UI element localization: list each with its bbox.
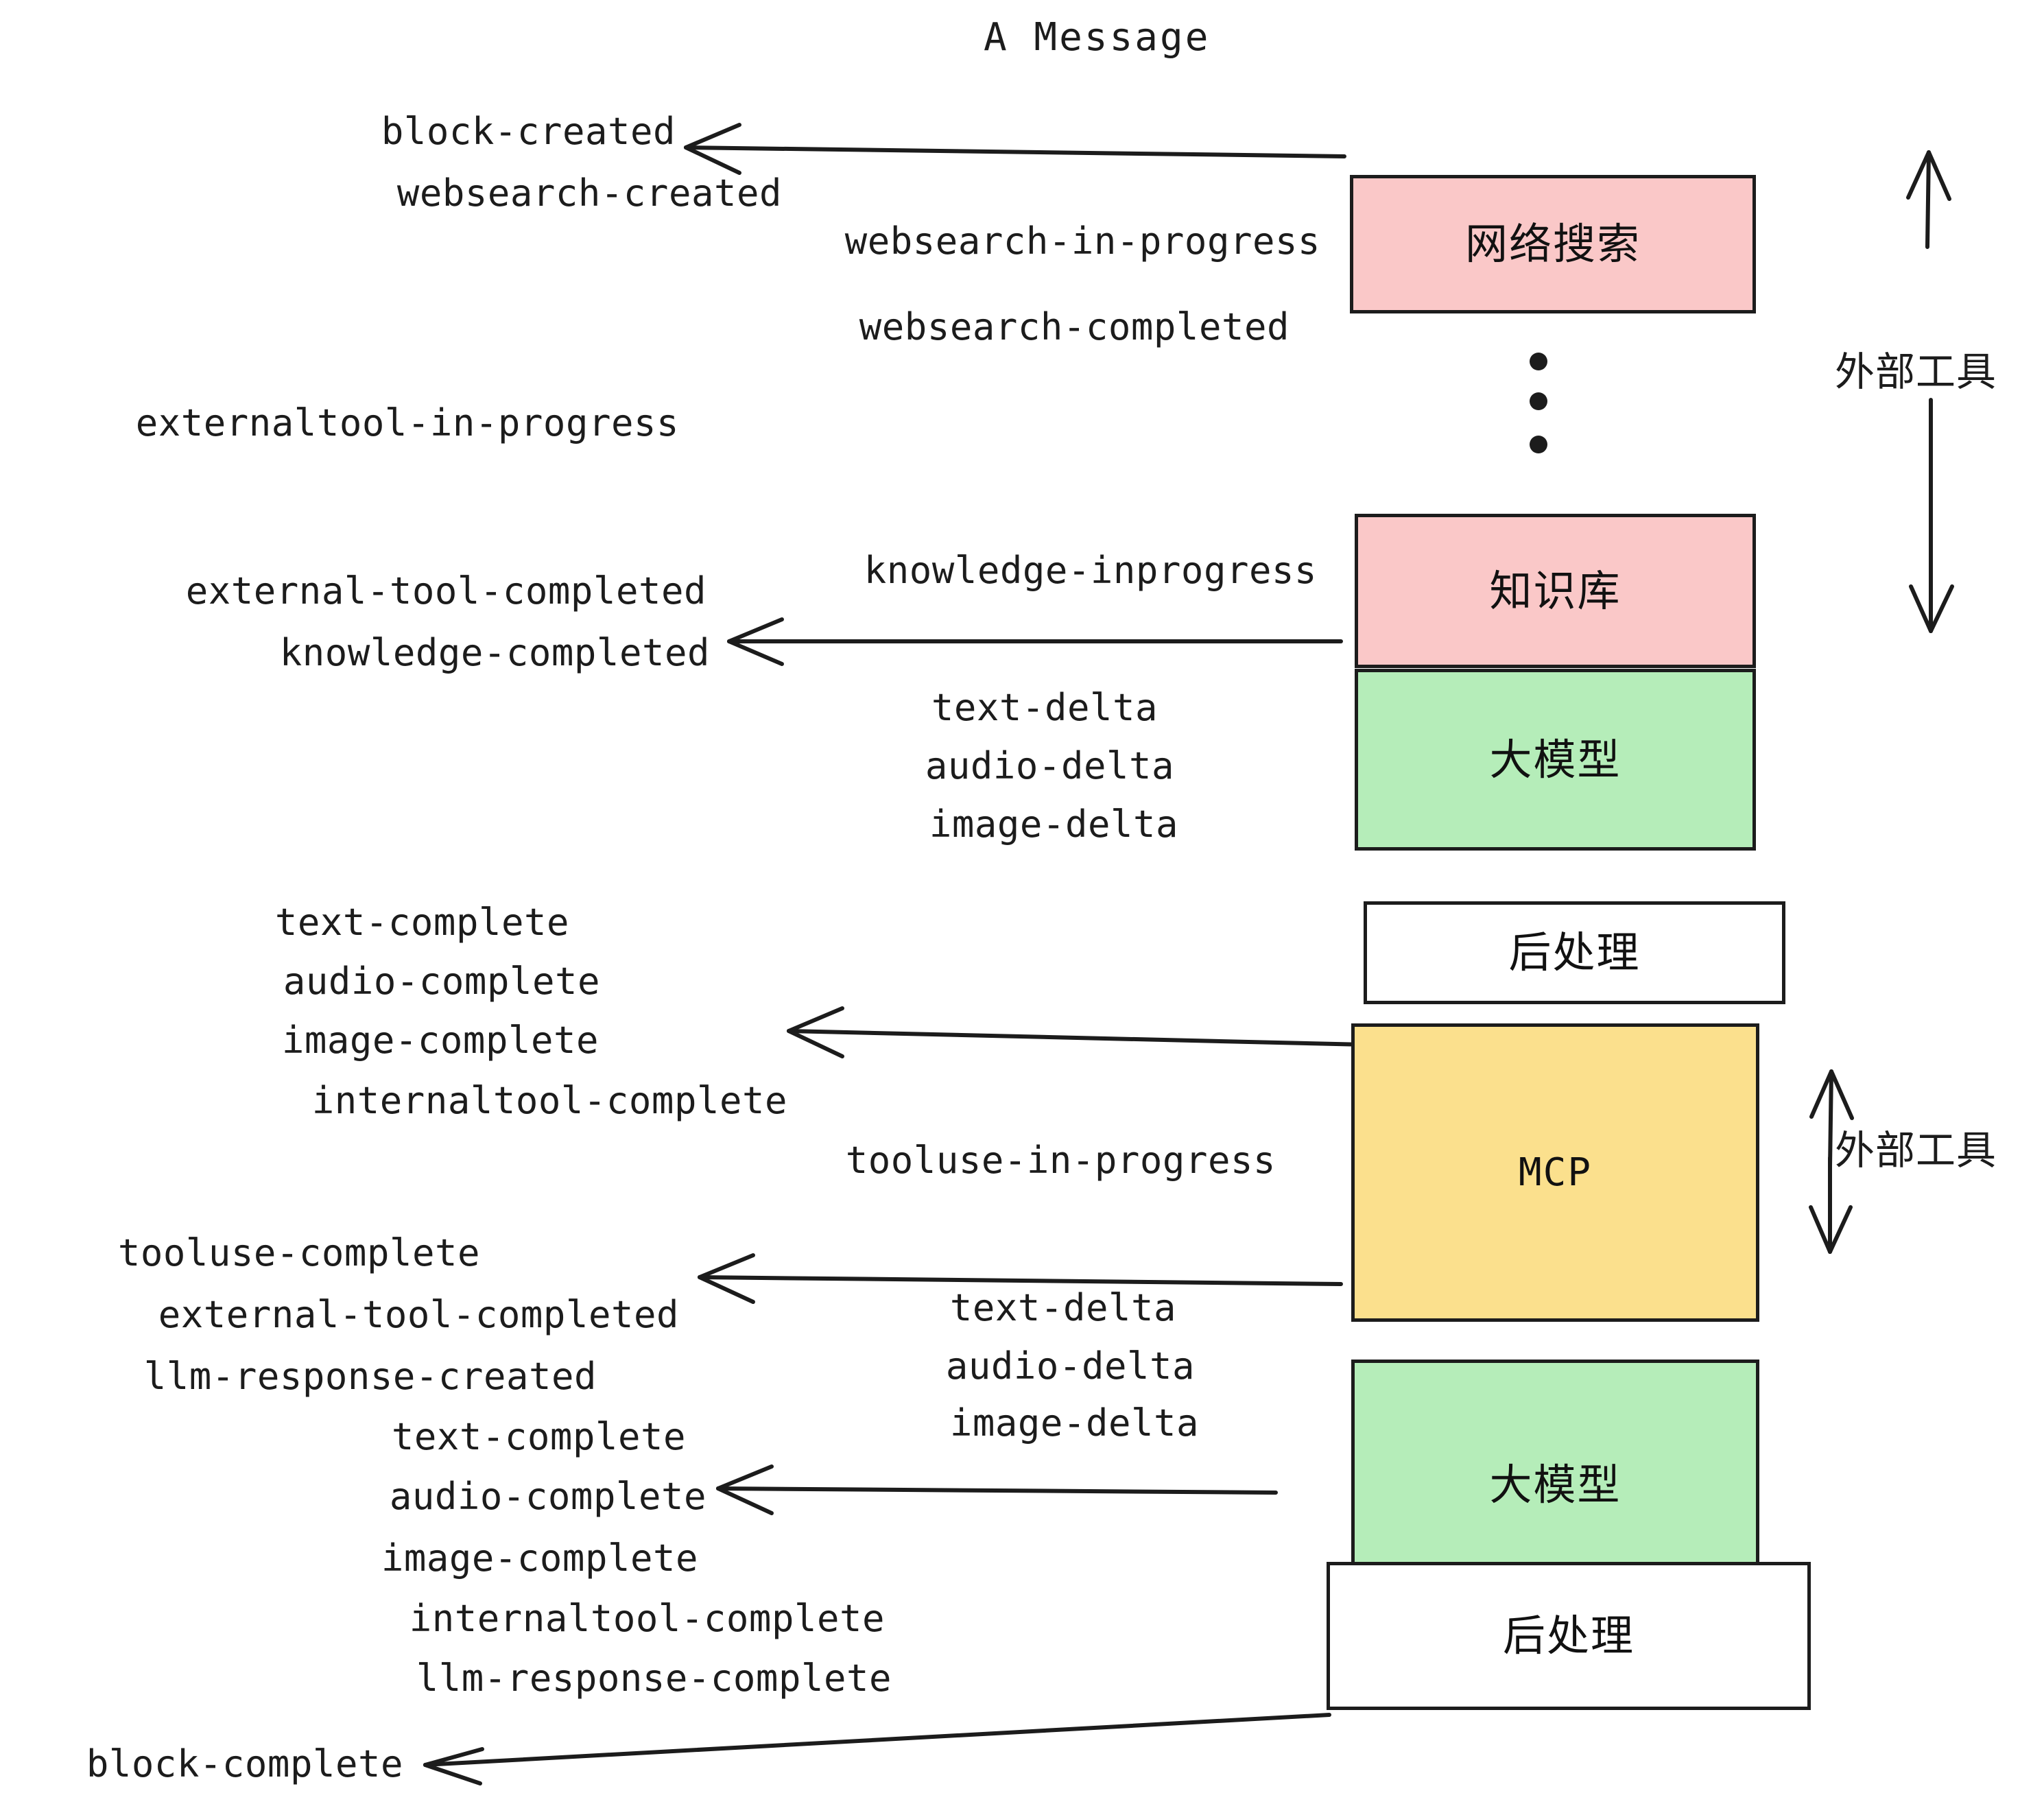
event-image-delta-2: image-delta	[949, 1401, 1199, 1445]
event-knowledge-completed: knowledge-completed	[279, 631, 710, 674]
event-websearch-created: websearch-created	[396, 171, 782, 215]
event-external-tool-completed-2: external-tool-completed	[158, 1293, 679, 1336]
arrow-postproc2-to-block-complete	[423, 1713, 1331, 1767]
event-audio-complete-2: audio-complete	[389, 1475, 706, 1518]
node-postprocess-1[interactable]: 后处理	[1364, 901, 1785, 1004]
event-block-created: block-created	[381, 110, 676, 153]
node-mcp-label: MCP	[1518, 1150, 1593, 1195]
event-knowledge-inprogress: knowledge-inprogress	[864, 549, 1317, 592]
node-websearch-label: 网络搜索	[1464, 219, 1641, 269]
node-postprocess-1-label: 后处理	[1508, 927, 1641, 977]
event-internaltool-complete-1: internaltool-complete	[311, 1079, 787, 1122]
node-postprocess-2[interactable]: 后处理	[1327, 1562, 1811, 1710]
event-llm-response-complete: llm-response-complete	[416, 1657, 892, 1700]
event-text-delta-2: text-delta	[949, 1286, 1176, 1329]
event-text-complete-1: text-complete	[274, 901, 569, 944]
node-knowledge-label: 知识库	[1489, 565, 1621, 616]
event-internaltool-complete-2: internaltool-complete	[409, 1597, 885, 1640]
event-image-complete-1: image-complete	[281, 1019, 599, 1062]
node-llm-1[interactable]: 大模型	[1355, 669, 1756, 851]
event-audio-delta-1: audio-delta	[925, 744, 1174, 787]
diagram-title: A Message	[984, 15, 1211, 60]
event-text-delta-1: text-delta	[931, 686, 1158, 729]
event-external-tool-completed-1: external-tool-completed	[185, 569, 706, 613]
event-audio-delta-2: audio-delta	[945, 1344, 1195, 1388]
event-websearch-completed: websearch-completed	[859, 305, 1290, 348]
event-audio-complete-1: audio-complete	[283, 960, 600, 1003]
event-image-complete-2: image-complete	[381, 1536, 698, 1580]
arrow-llm1-to-image-complete	[787, 1029, 1367, 1047]
label-external-tool-top: 外部工具	[1835, 348, 1997, 395]
event-block-complete: block-complete	[86, 1742, 403, 1785]
node-postprocess-2-label: 后处理	[1502, 1611, 1635, 1661]
arrow-external-tool-bottom-up	[1828, 1069, 1833, 1168]
node-websearch[interactable]: 网络搜索	[1350, 175, 1756, 313]
node-llm-2-label: 大模型	[1489, 1459, 1621, 1510]
event-text-complete-2: text-complete	[391, 1415, 686, 1458]
ellipsis-dot-3	[1530, 436, 1547, 453]
event-externaltool-in-progress: externaltool-in-progress	[135, 401, 679, 444]
label-external-tool-bottom: 外部工具	[1835, 1127, 1997, 1174]
ellipsis-dot-2	[1530, 392, 1547, 410]
event-tooluse-complete: tooluse-complete	[117, 1231, 480, 1274]
node-knowledge[interactable]: 知识库	[1355, 514, 1756, 668]
event-image-delta-1: image-delta	[929, 803, 1178, 846]
event-websearch-in-progress: websearch-in-progress	[844, 219, 1320, 263]
arrow-mcp-to-tooluse-complete	[698, 1275, 1343, 1286]
arrow-websearch-to-created	[684, 145, 1346, 158]
arrow-external-tool-top-up	[1925, 150, 1931, 249]
event-tooluse-in-progress: tooluse-in-progress	[845, 1139, 1276, 1182]
ellipsis-dot-1	[1530, 353, 1547, 370]
node-mcp[interactable]: MCP	[1351, 1023, 1759, 1322]
node-llm-1-label: 大模型	[1489, 734, 1621, 785]
event-llm-response-created: llm-response-created	[143, 1355, 597, 1398]
arrow-llm2-to-audio-complete	[716, 1486, 1278, 1495]
